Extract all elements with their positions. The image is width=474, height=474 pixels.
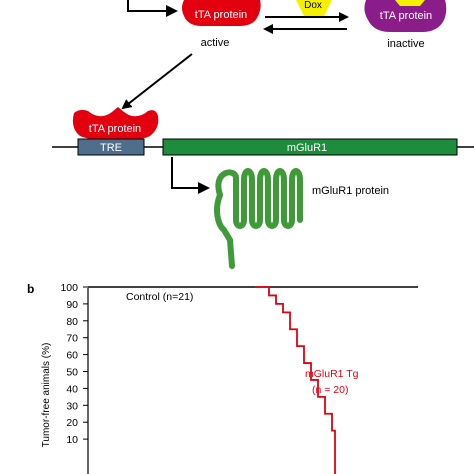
control-label: Control (n=21) bbox=[126, 291, 193, 303]
promoter-arrowhead-top bbox=[166, 5, 178, 17]
y-tick-label: 100 bbox=[60, 282, 78, 294]
y-ticks: 100 90 80 70 60 50 40 30 20 10 bbox=[60, 282, 88, 446]
y-tick-label: 20 bbox=[66, 417, 78, 429]
y-tick-label: 40 bbox=[66, 383, 78, 395]
tta-active-state: active bbox=[201, 37, 230, 49]
mglur1-protein-tail bbox=[214, 192, 235, 269]
gene-box bbox=[162, 138, 458, 156]
dox-bound-shape bbox=[395, 0, 425, 6]
tta-inactive-shape bbox=[364, 0, 447, 32]
gene-label: mGluR1 bbox=[287, 142, 327, 154]
protein-label: mGluR1 protein bbox=[312, 185, 389, 197]
dox-shape bbox=[296, 0, 332, 16]
binding-arrow bbox=[121, 53, 193, 110]
y-tick-label: 60 bbox=[66, 350, 78, 362]
y-axis-label: Tumor-free animals (%) bbox=[41, 343, 52, 448]
tre-label: TRE bbox=[100, 142, 122, 154]
tta-bound-shape bbox=[72, 107, 159, 141]
tta-bound-label: tTA protein bbox=[89, 123, 141, 135]
regulation-diagram: tTA protein active Dox tTA protein inact… bbox=[52, 0, 474, 269]
tg-label-line2: (n = 20) bbox=[312, 384, 348, 396]
y-tick-label: 10 bbox=[66, 434, 78, 446]
panel-b: b Tumor-free animals (%) 100 90 80 70 60 50 40… bbox=[27, 282, 418, 474]
y-tick-label: 90 bbox=[66, 299, 78, 311]
transcription-arrow bbox=[171, 157, 200, 189]
y-tick-label: 30 bbox=[66, 400, 78, 412]
tta-active-shape bbox=[182, 0, 261, 26]
tre-box bbox=[77, 138, 145, 156]
transcription-arrowhead bbox=[198, 182, 210, 194]
tg-series-line bbox=[255, 286, 336, 474]
tta-active-label: tTA protein bbox=[195, 9, 247, 21]
y-tick-label: 70 bbox=[66, 333, 78, 345]
tta-inactive-state: inactive bbox=[387, 38, 424, 50]
panel-b-label: b bbox=[27, 282, 34, 296]
tg-label-line1: mGluR1 Tg bbox=[305, 368, 359, 380]
tta-inactive-label: tTA protein bbox=[380, 10, 432, 22]
y-tick-label: 80 bbox=[66, 316, 78, 328]
promoter-arrow-top bbox=[127, 0, 168, 12]
mglur1-protein-shape bbox=[215, 168, 303, 229]
y-tick-label: 50 bbox=[66, 367, 78, 379]
dox-label: Dox bbox=[304, 0, 322, 11]
series-lines bbox=[88, 286, 418, 474]
